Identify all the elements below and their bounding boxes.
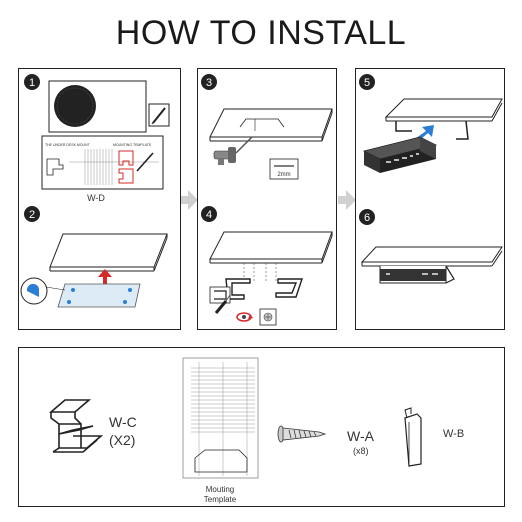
docking-device — [364, 137, 436, 173]
bracket-detail — [210, 287, 230, 303]
desk-with-template — [210, 109, 332, 141]
step-5-number: 5 — [364, 77, 370, 89]
desk-slab-step4 — [210, 232, 332, 281]
part-wa-name: W-A — [347, 428, 374, 444]
template-sheet: THE UNDER DESK MOUNT MOUNTING TEMPLATE — [42, 136, 163, 189]
desk-slab — [50, 234, 167, 271]
mounting-post-wb-icon — [405, 408, 421, 466]
arrow-right-icon — [180, 190, 198, 210]
drill-size-label: 2mm — [277, 172, 290, 178]
screw-head-icon — [260, 309, 276, 325]
zoom-detail-icon — [21, 278, 65, 304]
template-sheet-label: W-D — [87, 193, 105, 203]
part-wc-name: W-C — [109, 414, 137, 430]
step-number-badge-icon: 4 — [201, 206, 217, 222]
step-1-number: 1 — [29, 77, 35, 89]
step-number-badge-icon: 5 — [359, 74, 375, 90]
mounting-template-sheet — [183, 358, 258, 478]
part-wb-name: W-B — [443, 428, 464, 440]
desk-top-view — [49, 81, 146, 132]
step-3-number: 3 — [206, 77, 212, 89]
step-2-number: 2 — [29, 209, 35, 221]
svg-text:MOUNTING TEMPLATE: MOUNTING TEMPLATE — [113, 143, 152, 147]
screw-icon — [278, 426, 325, 442]
parts-panel: Mouting Template W-C (X2) W-A (x8) W-B — [18, 347, 505, 507]
part-wc-quantity: (X2) — [109, 432, 135, 448]
step-number-badge-icon: 6 — [359, 209, 375, 225]
step-4-number: 4 — [206, 209, 212, 221]
page-title: HOW TO INSTALL — [0, 14, 522, 53]
step-number-badge-icon: 1 — [24, 74, 40, 90]
step-6-number: 6 — [364, 212, 370, 224]
rotate-icon — [237, 313, 253, 321]
step-number-badge-icon: 2 — [24, 206, 40, 222]
drill-size-box: 2mm — [270, 159, 298, 179]
template-caption-line1: Mouting — [206, 485, 234, 494]
bracket-wc-icon — [51, 400, 101, 452]
panel-steps-5-6: 5 — [355, 68, 505, 330]
part-wa-quantity: (x8) — [353, 446, 369, 456]
step-number-badge-icon: 3 — [201, 74, 217, 90]
panel-steps-3-4: 3 2mm 4 — [197, 68, 337, 330]
arrow-right-icon — [338, 190, 356, 210]
svg-text:THE UNDER DESK MOUNT: THE UNDER DESK MOUNT — [45, 143, 91, 147]
pen-icon — [149, 104, 169, 126]
desk-with-brackets — [386, 99, 502, 139]
panel-steps-1-2: 1 THE UNDER DESK MOUNT MOUNTING TEMPLATE — [18, 68, 181, 330]
mounting-plate — [58, 284, 140, 307]
template-caption-line2: Template — [204, 495, 237, 504]
desk-with-mounted-device — [362, 247, 502, 283]
